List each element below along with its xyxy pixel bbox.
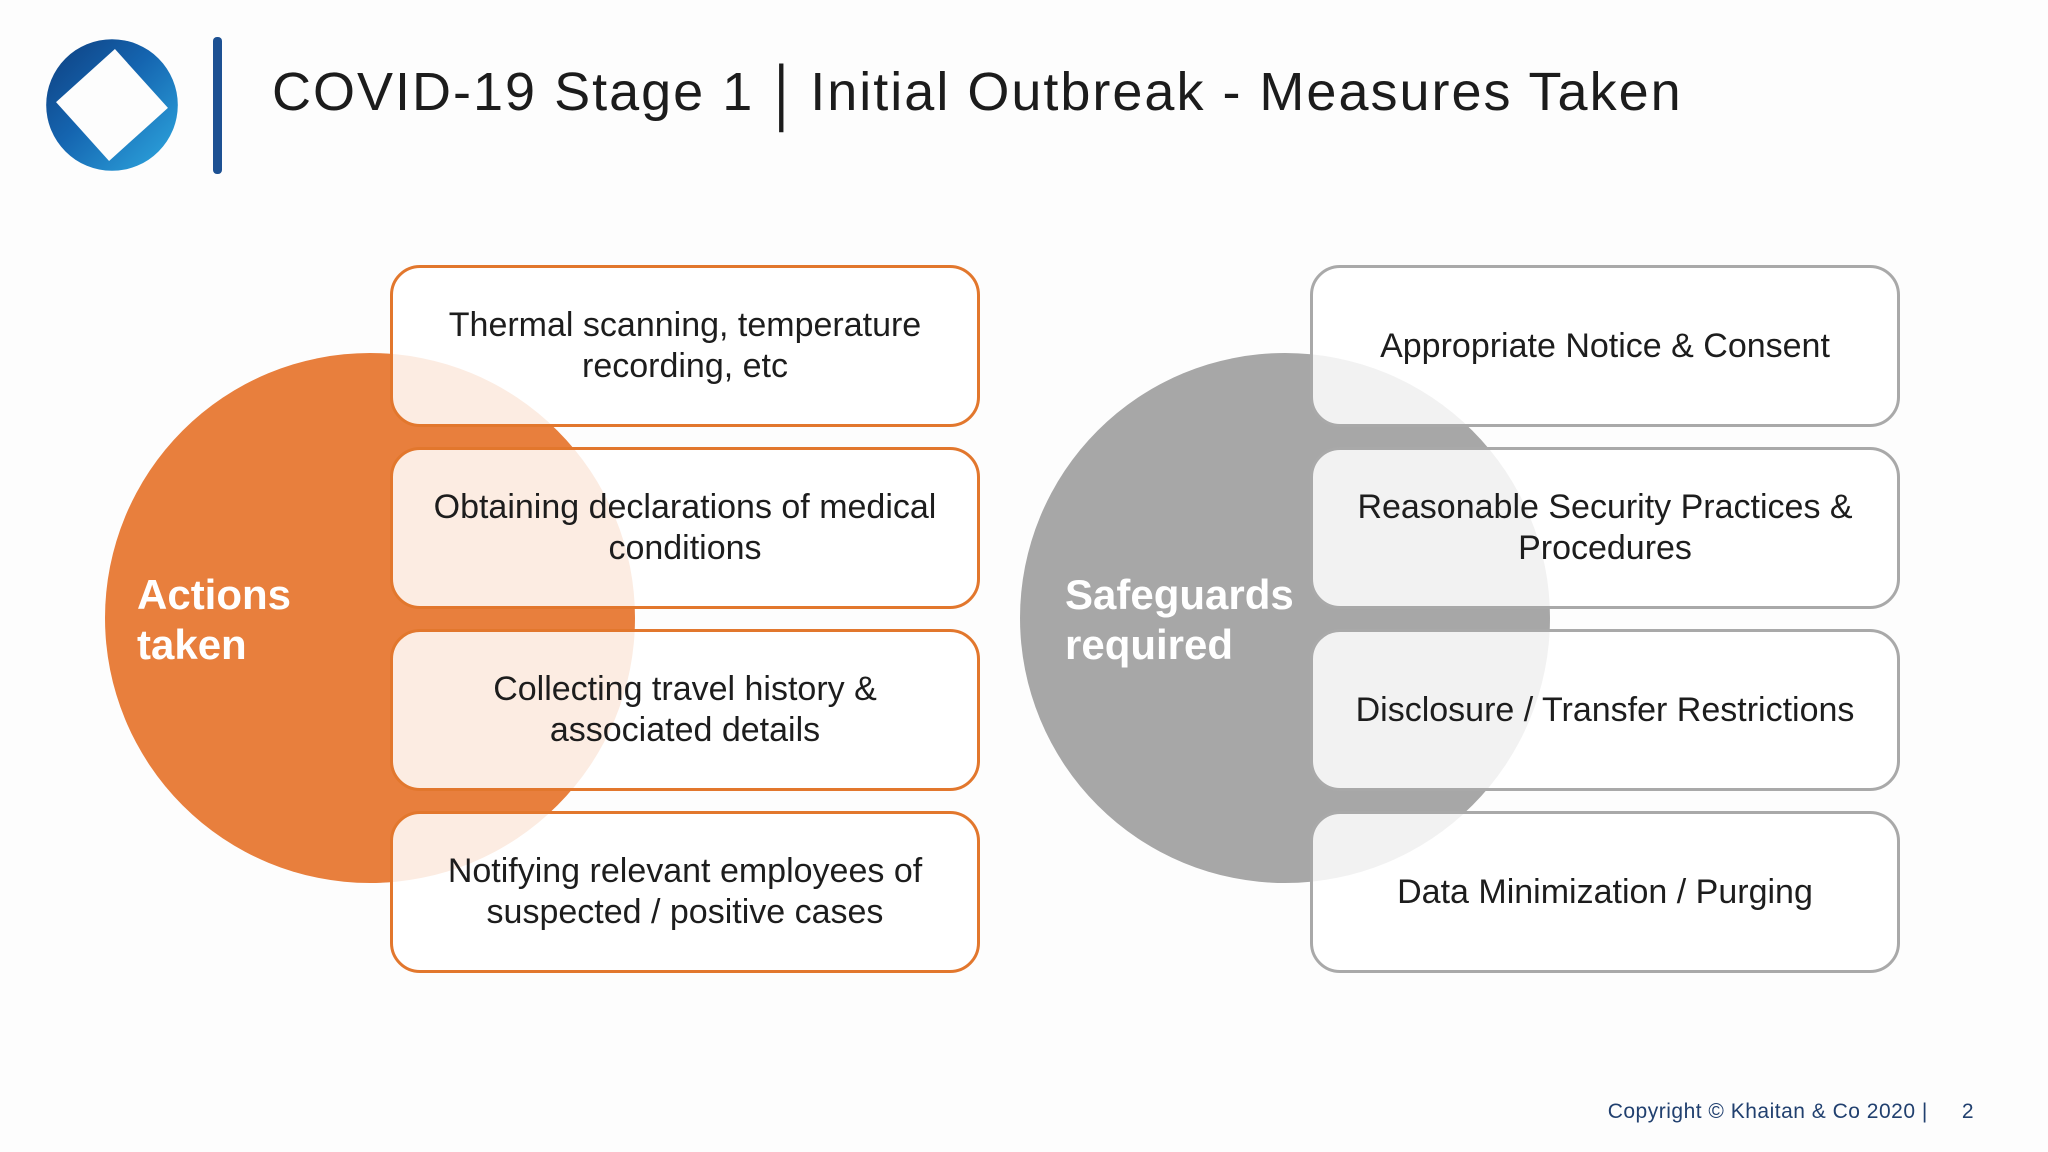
action-box-travel-history: Collecting travel history & associated d… bbox=[390, 629, 980, 791]
action-box-notifying: Notifying relevant employees of suspecte… bbox=[390, 811, 980, 973]
company-logo-icon bbox=[46, 39, 178, 171]
safeguards-circle bbox=[1020, 353, 1550, 883]
title-separator: | bbox=[774, 51, 791, 133]
action-box-label: Thermal scanning, temperature recording,… bbox=[448, 306, 922, 385]
safeguard-box-label: Disclosure / Transfer Restrictions bbox=[1355, 690, 1855, 729]
safeguard-box-data-minimization: Data Minimization / Purging bbox=[1310, 811, 1900, 973]
safeguard-box-label: Data Minimization / Purging bbox=[1397, 872, 1813, 911]
safeguard-box-label: Appropriate Notice & Consent bbox=[1380, 326, 1830, 365]
action-box-label: Obtaining declarations of medical condit… bbox=[433, 488, 937, 567]
safeguard-box-disclosure: Disclosure / Transfer Restrictions bbox=[1310, 629, 1900, 791]
action-box-thermal-scanning: Thermal scanning, temperature recording,… bbox=[390, 265, 980, 427]
safeguard-box-security-practices: Reasonable Security Practices & Procedur… bbox=[1310, 447, 1900, 609]
actions-circle bbox=[105, 353, 635, 883]
slide-footer: Copyright © Khaitan & Co 2020 | 2 bbox=[1608, 1100, 1974, 1124]
action-box-declarations: Obtaining declarations of medical condit… bbox=[390, 447, 980, 609]
header-divider bbox=[213, 37, 222, 174]
page-title: COVID-19 Stage 1 | Initial Outbreak - Me… bbox=[272, 44, 1988, 140]
action-box-label: Notifying relevant employees of suspecte… bbox=[447, 852, 923, 931]
title-right: Initial Outbreak - Measures Taken bbox=[810, 62, 1683, 122]
safeguards-circle-label: Safeguards required bbox=[1065, 571, 1294, 668]
page-number: 2 bbox=[1961, 1100, 1974, 1123]
title-left: COVID-19 Stage 1 bbox=[272, 62, 755, 122]
actions-circle-label: Actions taken bbox=[137, 571, 292, 668]
safeguard-box-label: Reasonable Security Practices & Procedur… bbox=[1357, 488, 1853, 567]
action-box-label: Collecting travel history & associated d… bbox=[493, 670, 877, 749]
safeguard-box-notice-consent: Appropriate Notice & Consent bbox=[1310, 265, 1900, 427]
copyright-text: Copyright © Khaitan & Co 2020 | bbox=[1607, 1100, 1928, 1123]
